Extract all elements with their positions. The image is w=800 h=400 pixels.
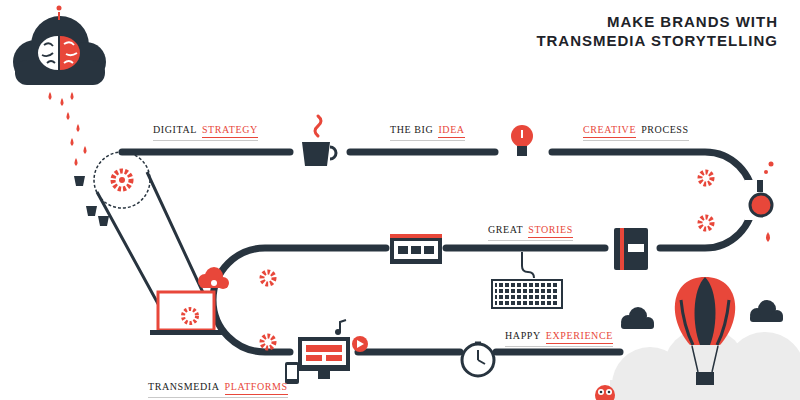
- stage-label: THE BIG: [390, 124, 433, 138]
- stage-label: GREAT: [488, 224, 523, 238]
- coffee-cup: [302, 116, 336, 166]
- gears: [262, 172, 712, 348]
- stage-caption: DIGITAL STRATEGY: [153, 124, 258, 141]
- page-title: MAKE BRANDS WITH TRANSMEDIA STORYTELLING: [438, 12, 778, 50]
- stage-label: DIGITAL: [153, 124, 197, 138]
- stage-label: TRANSMEDIA: [148, 381, 220, 395]
- small-cups: [74, 176, 109, 226]
- brain-cloud: [13, 6, 106, 86]
- hot-air-balloon: [675, 277, 735, 385]
- stage-label: CREATIVE: [583, 124, 636, 138]
- stage-label: STRATEGY: [202, 124, 258, 138]
- stage-label: EXPERIENCE: [546, 330, 613, 344]
- stage-caption: THE BIG IDEA: [390, 124, 465, 141]
- flask: [745, 162, 775, 243]
- stage-caption: GREAT STORIES: [488, 224, 573, 241]
- devices: [285, 320, 368, 384]
- keyboard: [492, 252, 562, 308]
- stage-label: HAPPY: [505, 330, 541, 344]
- notebook: [614, 228, 648, 270]
- stage-label: IDEA: [438, 124, 464, 138]
- clock: [462, 343, 494, 376]
- laptop: [150, 267, 229, 335]
- mascot: [595, 385, 615, 400]
- drops: [49, 92, 87, 166]
- stage-caption: TRANSMEDIA PLATFORMS: [148, 381, 288, 398]
- stage-label: STORIES: [528, 224, 573, 238]
- stage-label: PROCESS: [641, 124, 689, 138]
- road: [122, 152, 753, 352]
- light-bulb: [511, 125, 533, 156]
- stage-caption: HAPPY EXPERIENCE: [505, 330, 613, 347]
- stage-caption: CREATIVE PROCESS: [583, 124, 689, 141]
- stage-label: PLATFORMS: [225, 381, 288, 395]
- tablet: [390, 234, 442, 264]
